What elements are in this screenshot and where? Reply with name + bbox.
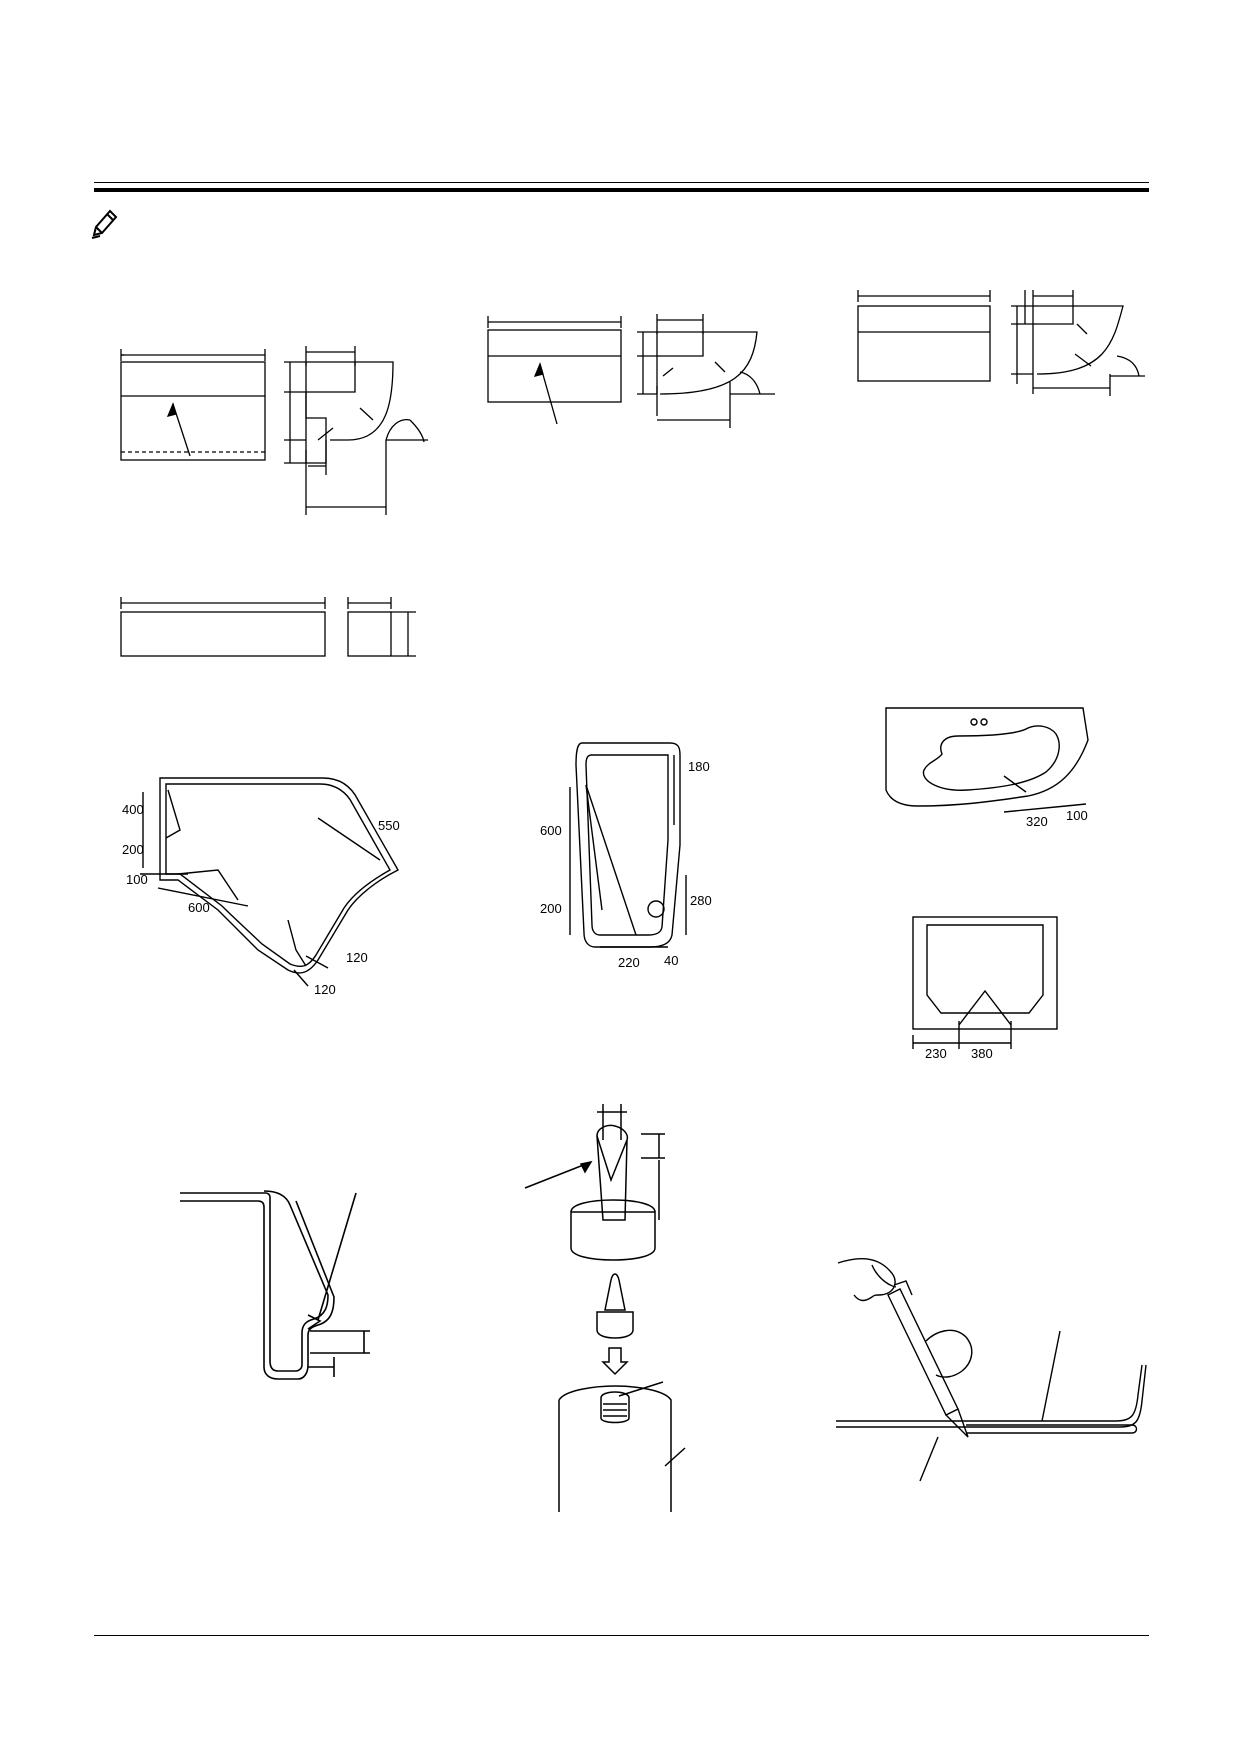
- panel-figure-2: [485, 312, 785, 472]
- header-rule-thin: [94, 182, 1149, 183]
- pencil-note-icon: [88, 207, 120, 241]
- dimension-label: 120: [314, 982, 336, 997]
- dimension-label: 320: [1026, 814, 1048, 829]
- glass-right-top-figure: 320 100: [878, 700, 1093, 830]
- dimension-label: 280: [690, 893, 712, 908]
- dimension-label: 200: [122, 842, 144, 857]
- dimension-label: 230: [925, 1046, 947, 1061]
- dimension-label: 180: [688, 759, 710, 774]
- dimension-label: 600: [540, 823, 562, 838]
- dimension-label: 200: [540, 901, 562, 916]
- glass-left-figure: 400 200 100 600 550 120 120: [118, 770, 400, 1005]
- dimension-label: 100: [1066, 808, 1088, 823]
- dimension-label: 600: [188, 900, 210, 915]
- nozzle-figure: [524, 1100, 705, 1520]
- dimension-label: 220: [618, 955, 640, 970]
- panel-figure-3: [855, 284, 1155, 414]
- bead-section-figure: [178, 1185, 393, 1385]
- caulking-gun-figure: [836, 1245, 1147, 1482]
- glass-right-bottom-figure: 230 380: [905, 913, 1065, 1061]
- dimension-label: 400: [122, 802, 144, 817]
- dimension-label: 120: [346, 950, 368, 965]
- dimension-label: 550: [378, 818, 400, 833]
- dimension-label: 380: [971, 1046, 993, 1061]
- footer-rule: [94, 1635, 1149, 1636]
- strip-figure: [118, 590, 438, 670]
- header-rule-thick: [94, 188, 1149, 192]
- glass-middle-figure: 180 600 200 280 220 40: [540, 735, 720, 980]
- dimension-label: 40: [664, 953, 678, 968]
- panel-figure-1: [118, 340, 438, 515]
- dimension-label: 100: [126, 872, 148, 887]
